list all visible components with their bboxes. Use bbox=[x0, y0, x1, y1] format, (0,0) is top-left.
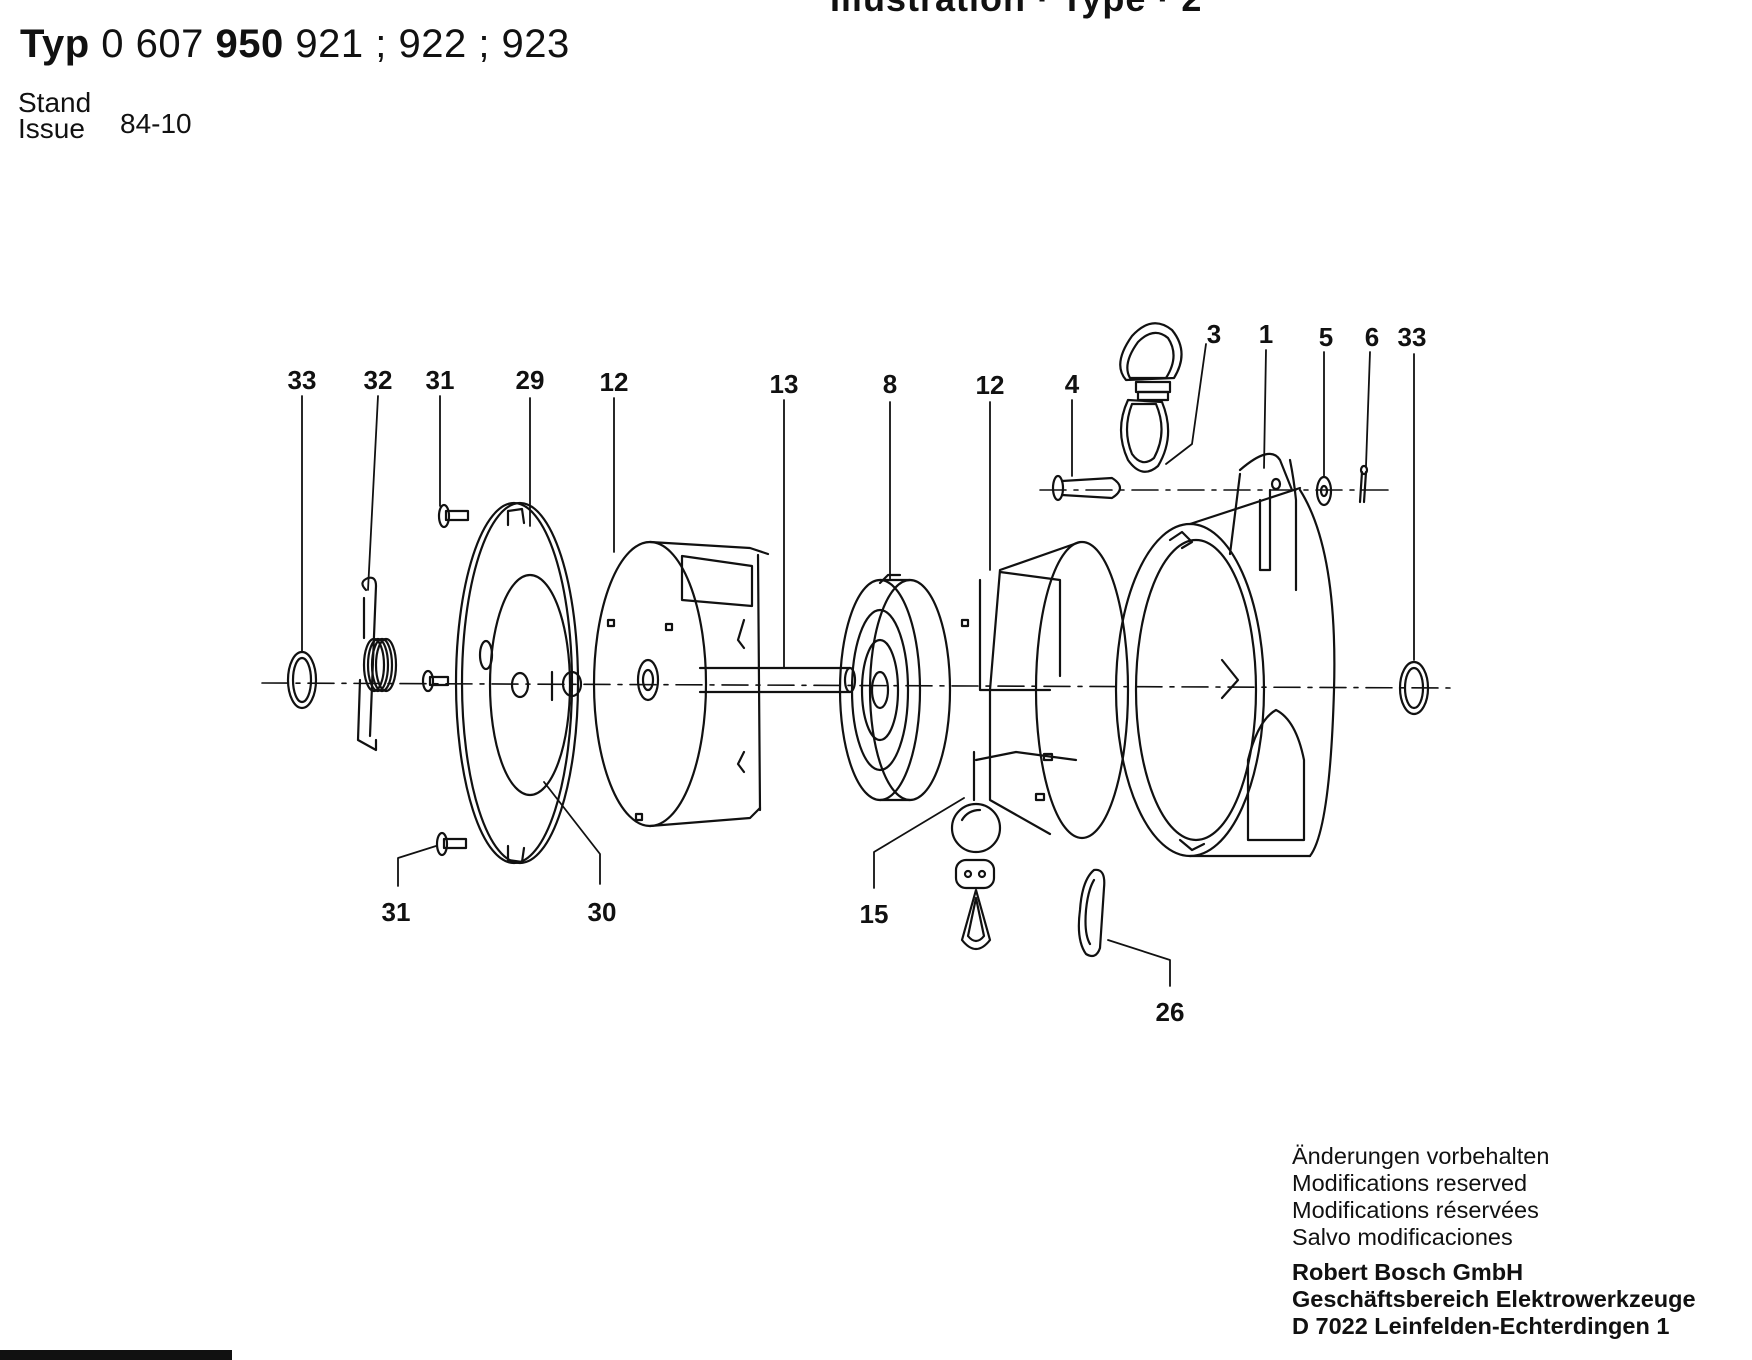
split-pin bbox=[1358, 464, 1369, 504]
washer bbox=[1315, 475, 1333, 507]
screw-middle bbox=[421, 669, 450, 693]
bosch-logo-fragment bbox=[0, 1350, 232, 1360]
callout-26: 26 bbox=[1156, 997, 1185, 1027]
type-number-b: 950 bbox=[215, 22, 284, 66]
callout-8: 8 bbox=[883, 369, 897, 399]
torsion-spring bbox=[356, 576, 398, 752]
type-label: Typ bbox=[20, 22, 90, 66]
callout-29: 29 bbox=[516, 365, 545, 395]
main-housing bbox=[1114, 452, 1336, 858]
footer-notes: Änderungen vorbehalten Modifications res… bbox=[1292, 1143, 1696, 1340]
spring-cassette bbox=[838, 573, 952, 802]
note-line-de: Änderungen vorbehalten bbox=[1292, 1143, 1550, 1169]
center-axis-line bbox=[261, 682, 1453, 689]
axle-shaft bbox=[698, 666, 857, 694]
issue-label: Issue bbox=[18, 112, 85, 144]
note-line-fr: Modifications réservées bbox=[1292, 1197, 1539, 1223]
note-line-en: Modifications reserved bbox=[1292, 1170, 1528, 1196]
snap-hook bbox=[1077, 868, 1106, 958]
stand-issue-labels: Stand Issue bbox=[18, 87, 92, 144]
note-line-es: Salvo modificaciones bbox=[1292, 1224, 1513, 1250]
callout-3: 3 bbox=[1207, 319, 1221, 349]
callout-31-bottom: 31 bbox=[382, 897, 411, 927]
callout-30: 30 bbox=[588, 897, 617, 927]
callout-15: 15 bbox=[860, 899, 889, 929]
screw-top bbox=[437, 503, 470, 529]
type-variants: 921 ; 922 ; 923 bbox=[295, 22, 570, 66]
callout-5: 5 bbox=[1319, 322, 1333, 352]
circlip-left bbox=[286, 650, 318, 710]
callout-1: 1 bbox=[1259, 319, 1273, 349]
callout-4: 4 bbox=[1065, 369, 1080, 399]
callout-6: 6 bbox=[1365, 322, 1379, 352]
callout-12-left: 12 bbox=[600, 367, 629, 397]
company-name: Robert Bosch GmbH bbox=[1292, 1259, 1524, 1285]
callout-32: 32 bbox=[364, 365, 393, 395]
callout-leaders bbox=[301, 343, 1415, 987]
callout-33-left: 33 bbox=[288, 365, 317, 395]
callout-12-right: 12 bbox=[976, 370, 1005, 400]
swivel-shackle bbox=[1119, 322, 1183, 473]
stand-label: Stand bbox=[18, 87, 92, 118]
stop-ball-assembly bbox=[950, 750, 1002, 951]
circlip-right bbox=[1398, 660, 1430, 716]
pin bbox=[1051, 474, 1122, 502]
company-address: D 7022 Leinfelden-Echterdingen 1 bbox=[1292, 1313, 1670, 1339]
drum-housing-left bbox=[592, 540, 770, 828]
clipped-illustration-title: Illustration · Type · 2 bbox=[830, 0, 1202, 20]
company-division: Geschäftsbereich Elektrowerkzeuge bbox=[1292, 1286, 1696, 1312]
end-plate bbox=[454, 501, 583, 865]
type-number-a: 0 607 bbox=[101, 22, 204, 66]
screw-bottom bbox=[435, 831, 468, 857]
callout-13: 13 bbox=[770, 369, 799, 399]
callout-31-top: 31 bbox=[426, 365, 455, 395]
callout-33-right: 33 bbox=[1398, 322, 1427, 352]
drum-housing-right bbox=[960, 540, 1130, 840]
type-heading: Typ 0 607 950 921 ; 922 ; 923 bbox=[20, 22, 570, 67]
issue-date: 84-10 bbox=[120, 108, 192, 139]
